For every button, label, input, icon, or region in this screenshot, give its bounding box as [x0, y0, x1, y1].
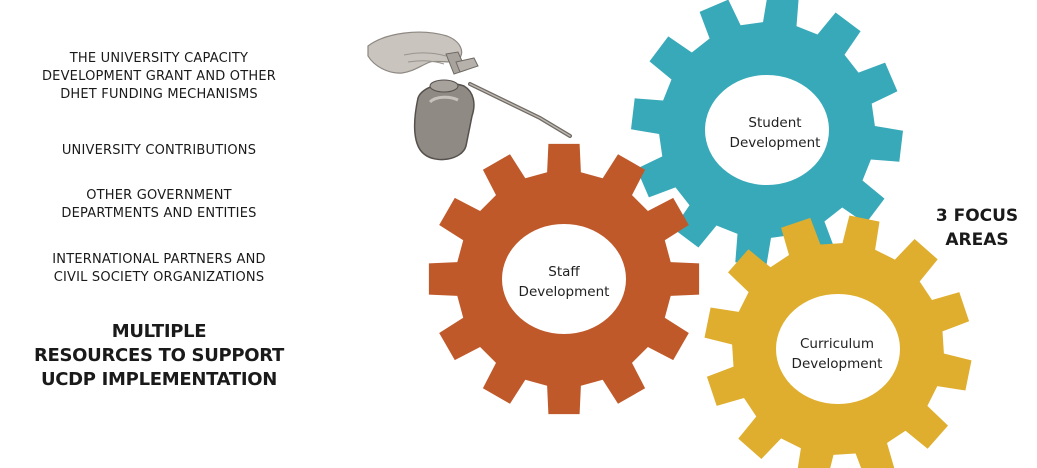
funding-source-government: OTHER GOVERNMENT DEPARTMENTS AND ENTITIE… — [61, 188, 257, 221]
gear-curriculum-icon — [704, 215, 972, 468]
gear-label-curriculum: Curriculum Development — [791, 336, 883, 372]
gear-label-student: Student Development — [729, 115, 821, 151]
gear-student-icon — [631, 0, 903, 266]
funding-source-international: INTERNATIONAL PARTNERS AND CIVIL SOCIETY… — [52, 252, 266, 285]
funding-source-ucdg: THE UNIVERSITY CAPACITY DEVELOPMENT GRAN… — [41, 51, 277, 102]
oil-can-icon — [367, 31, 572, 161]
gear-label-staff: Staff Development — [518, 264, 610, 300]
headline: MULTIPLE RESOURCES TO SUPPORT UCDP IMPLE… — [33, 321, 285, 390]
gear-staff-icon — [428, 143, 700, 415]
funding-source-university: UNIVERSITY CONTRIBUTIONS — [61, 143, 257, 158]
focus-areas-label: 3 FOCUS AREAS — [935, 206, 1019, 250]
